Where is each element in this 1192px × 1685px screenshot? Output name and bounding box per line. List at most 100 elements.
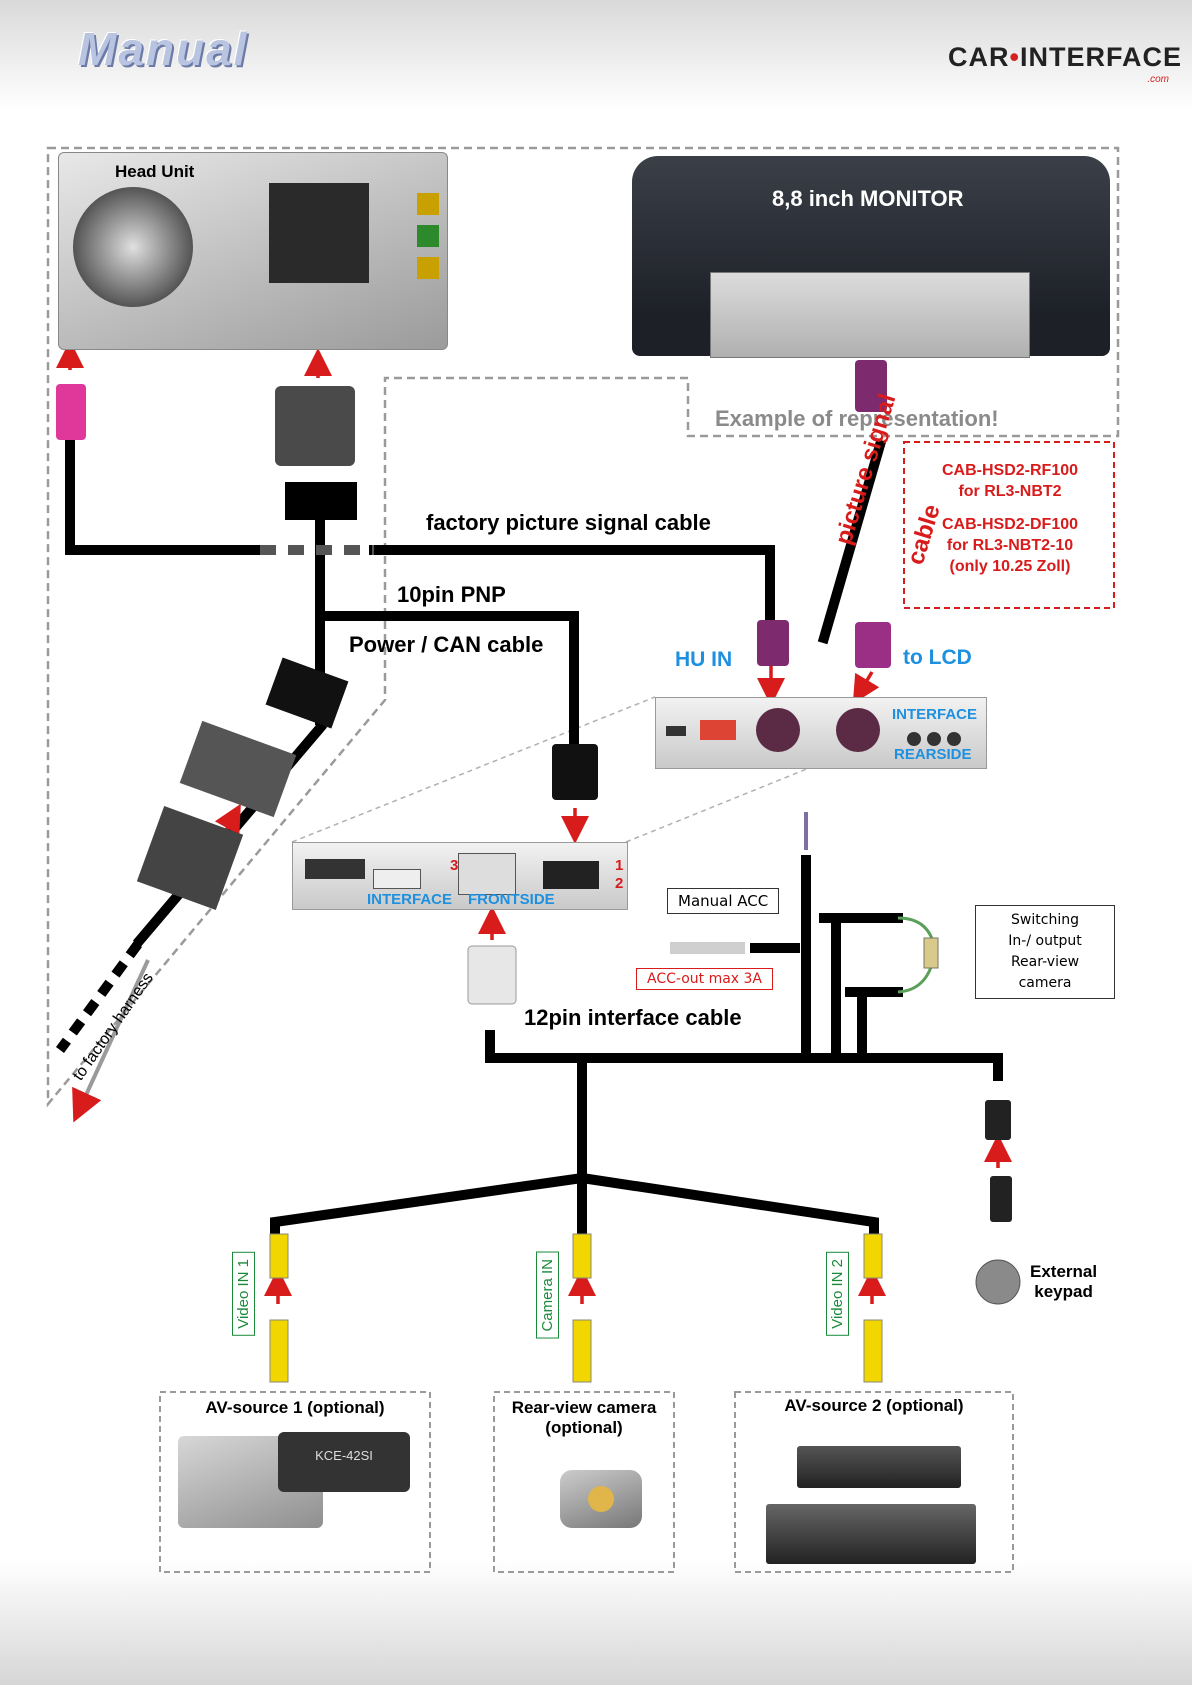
- manual-title: Manual: [78, 23, 249, 75]
- fakra-yellow-2: [417, 257, 439, 279]
- to-factory-arrow: [72, 959, 150, 1123]
- switch-fuse: [923, 937, 939, 969]
- interface-rearside: INTERFACE REARSIDE: [655, 697, 987, 769]
- fakra-to-lcd: [855, 622, 891, 668]
- switching-line-4: camera: [1018, 975, 1072, 991]
- interface-rear-label-1: INTERFACE: [892, 706, 978, 723]
- switching-box: Switching In-/ output Rear-view camera: [975, 905, 1115, 999]
- car-interface-logo: CAR•INTERFACE .com: [948, 42, 1182, 85]
- cab-note-line-1: CAB-HSD2-RF100: [941, 462, 1079, 479]
- av2-changer-photo: [766, 1504, 976, 1564]
- port-1-label: 1: [615, 857, 624, 874]
- head-unit-frame: [46, 146, 1120, 1108]
- fakra-hu-in: [757, 620, 789, 666]
- video-in-1-label: Video IN 1: [232, 1252, 255, 1336]
- rear-cam-caption: Rear-view camera (optional): [494, 1398, 674, 1438]
- rear-cam-caption-line-1: Rear-view camera: [511, 1398, 657, 1417]
- cab-note: CAB-HSD2-RF100 for RL3-NBT2 CAB-HSD2-DF1…: [910, 460, 1110, 577]
- monitor-back: [710, 272, 1030, 358]
- hu-quadlock-top: [275, 386, 355, 466]
- rca-video2-top: [863, 1233, 883, 1279]
- external-keypad-line-1: External: [1030, 1262, 1098, 1281]
- harness-connector-1: [265, 657, 349, 729]
- rca-video1-bottom: [269, 1319, 289, 1383]
- switching-line-1: Switching: [1011, 912, 1079, 928]
- harness-connector-3: [136, 806, 244, 910]
- av2-dvd-player-photo: [797, 1446, 961, 1488]
- usb-port-icon: [666, 726, 686, 736]
- to-factory-dashed: [55, 941, 143, 1053]
- fakra-socket-lcd-icon: [836, 708, 880, 752]
- manual-acc-label: Manual ACC: [667, 888, 780, 914]
- fakra-green: [417, 225, 439, 247]
- fakra-pink-hu: [56, 384, 86, 440]
- harness-connector-2: [179, 720, 297, 818]
- factory-cable-label: factory picture signal cable: [426, 510, 711, 535]
- rca-camera-top: [572, 1233, 592, 1279]
- pin12-label: 12pin interface cable: [524, 1005, 742, 1030]
- cab-note-line-4: for RL3-NBT2-10: [946, 537, 1074, 554]
- av2-caption: AV-source 2 (optional): [784, 1396, 964, 1415]
- fakra-socket-hu-icon: [756, 708, 800, 752]
- logo-text-left: CAR: [948, 42, 1010, 72]
- rear-camera-photo: [560, 1470, 642, 1528]
- rear-cam-caption-line-2: (optional): [545, 1418, 623, 1437]
- fakra-yellow: [417, 193, 439, 215]
- jack-icon-1: [907, 732, 921, 746]
- rca-video1-top: [269, 1233, 289, 1279]
- cab-note-line-3: CAB-HSD2-DF100: [941, 516, 1079, 533]
- hu-quadlock-block: [285, 482, 357, 520]
- interface-zoom-lines: [291, 696, 986, 843]
- switching-line-3: Rear-view: [1010, 954, 1080, 970]
- monitor-label: 8,8 inch MONITOR: [772, 186, 964, 211]
- frontside-port-icon: [458, 853, 516, 895]
- head-unit-photo: [58, 152, 448, 350]
- interface-rear-label-2: REARSIDE: [894, 746, 972, 763]
- example-note: Example of representation!: [715, 406, 999, 431]
- port-2-label: 2: [615, 875, 624, 892]
- logo-com: .com: [1147, 74, 1169, 85]
- keypad-plug-bottom: [990, 1176, 1012, 1222]
- keypad-plug-top: [985, 1100, 1011, 1140]
- port-3-label: 3: [450, 857, 459, 874]
- camera-in-label: Camera IN: [536, 1252, 559, 1339]
- jack-icon-3: [947, 732, 961, 746]
- cab-note-frame: [903, 441, 1115, 609]
- connector-block: [269, 183, 369, 283]
- interface-frontside: 3 1 2 INTERFACE FRONTSIDE: [292, 842, 628, 910]
- av2-frame: [734, 1391, 1014, 1573]
- cab-note-line-2: for RL3-NBT2: [958, 483, 1062, 500]
- interface-port-icon: [373, 869, 421, 889]
- video-in-2-label: Video IN 2: [826, 1252, 849, 1336]
- head-unit-label: Head Unit: [115, 162, 195, 181]
- jack-icon-2: [927, 732, 941, 746]
- fan-icon: [73, 187, 193, 307]
- acc-out-label: ACC-out max 3A: [636, 968, 774, 990]
- power-can-label: Power / CAN cable: [349, 632, 544, 657]
- pnp-10pin-label: 10pin PNP: [397, 582, 506, 607]
- pin12-connector: [467, 945, 517, 1005]
- hu-in-label: HU IN: [675, 648, 733, 671]
- to-lcd-label: to LCD: [903, 646, 972, 669]
- dip-switch-front-icon: [305, 859, 365, 879]
- av1-caption: AV-source 1 (optional): [205, 1398, 385, 1417]
- fakra-violet-monitor: [855, 360, 887, 412]
- logo-text-right: INTERFACE: [1019, 42, 1182, 72]
- interface-front-label-2: FRONTSIDE: [468, 891, 555, 908]
- av1-frame: [159, 1391, 431, 1573]
- dip-switch-icon: [700, 720, 736, 740]
- interface-front-label-1: INTERFACE: [367, 891, 453, 908]
- cab-note-line-5: (only 10.25 Zoll): [949, 558, 1071, 575]
- pnp-port-icon: [543, 861, 599, 889]
- switching-line-2: In-/ output: [1008, 933, 1082, 949]
- rca-camera-bottom: [572, 1319, 592, 1383]
- rca-video2-bottom: [863, 1319, 883, 1383]
- rear-cam-frame: [493, 1391, 675, 1573]
- external-keypad-label: External keypad: [1030, 1262, 1097, 1302]
- av1-device-label: KCE-42SI: [278, 1432, 410, 1492]
- keypad: [975, 1259, 1021, 1305]
- pnp-connector: [552, 744, 598, 800]
- external-keypad-line-2: keypad: [1034, 1282, 1093, 1301]
- camera-lens-icon: [588, 1486, 614, 1512]
